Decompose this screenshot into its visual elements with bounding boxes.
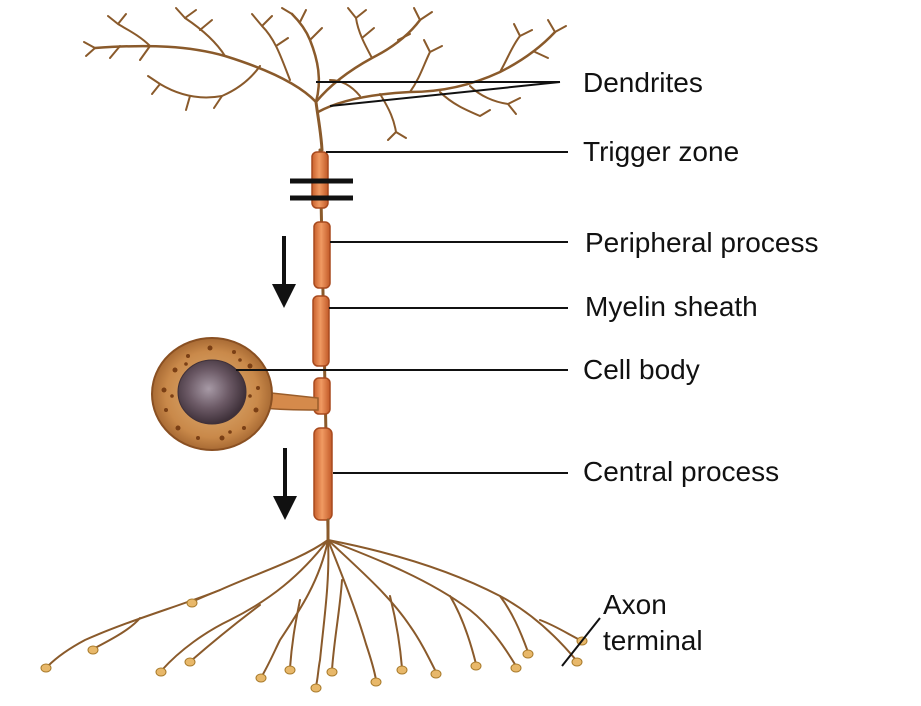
axon-terminals <box>48 520 580 686</box>
label-myelin-sheath: Myelin sheath <box>585 291 758 322</box>
myelin-sheath-segments <box>312 152 332 520</box>
down-arrow-icon <box>272 236 296 308</box>
down-arrow-icon <box>273 448 297 520</box>
label-axon-terminal-line1: Axon <box>603 589 667 620</box>
label-cell-body: Cell body <box>583 354 700 385</box>
dendrites <box>84 8 566 150</box>
labels: Dendrites Trigger zone Peripheral proces… <box>583 67 818 656</box>
label-central-process: Central process <box>583 456 779 487</box>
cell-body <box>152 338 318 450</box>
nucleus <box>178 360 246 424</box>
terminal-bulbs <box>41 599 587 692</box>
label-dendrites: Dendrites <box>583 67 703 98</box>
label-peripheral-process: Peripheral process <box>585 227 818 258</box>
label-axon-terminal-line2: terminal <box>603 625 703 656</box>
label-trigger-zone: Trigger zone <box>583 136 739 167</box>
